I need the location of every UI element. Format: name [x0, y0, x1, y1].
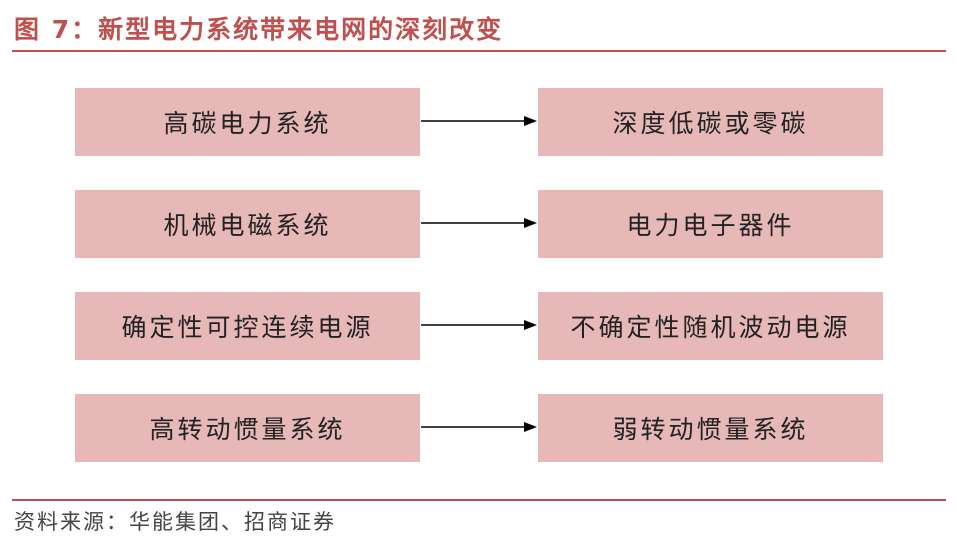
transition-arrow-2 — [421, 218, 537, 228]
transition-arrow-4 — [421, 422, 537, 432]
title-divider — [12, 50, 946, 52]
old-system-box-2: 机械电磁系统 — [75, 190, 420, 258]
old-system-box-3: 确定性可控连续电源 — [75, 292, 420, 360]
new-system-box-2: 电力电子器件 — [538, 190, 883, 258]
new-system-box-4: 弱转动惯量系统 — [538, 394, 883, 462]
transition-arrow-1 — [421, 116, 537, 126]
figure-title: 图 7：新型电力系统带来电网的深刻改变 — [14, 15, 504, 44]
old-system-box-1: 高碳电力系统 — [75, 88, 420, 156]
new-system-box-3: 不确定性随机波动电源 — [538, 292, 883, 360]
new-system-box-1: 深度低碳或零碳 — [538, 88, 883, 156]
old-system-box-4: 高转动惯量系统 — [75, 394, 420, 462]
source-note: 资料来源：华能集团、招商证券 — [14, 510, 336, 534]
footer-divider — [12, 499, 946, 501]
transition-arrow-3 — [421, 320, 537, 330]
